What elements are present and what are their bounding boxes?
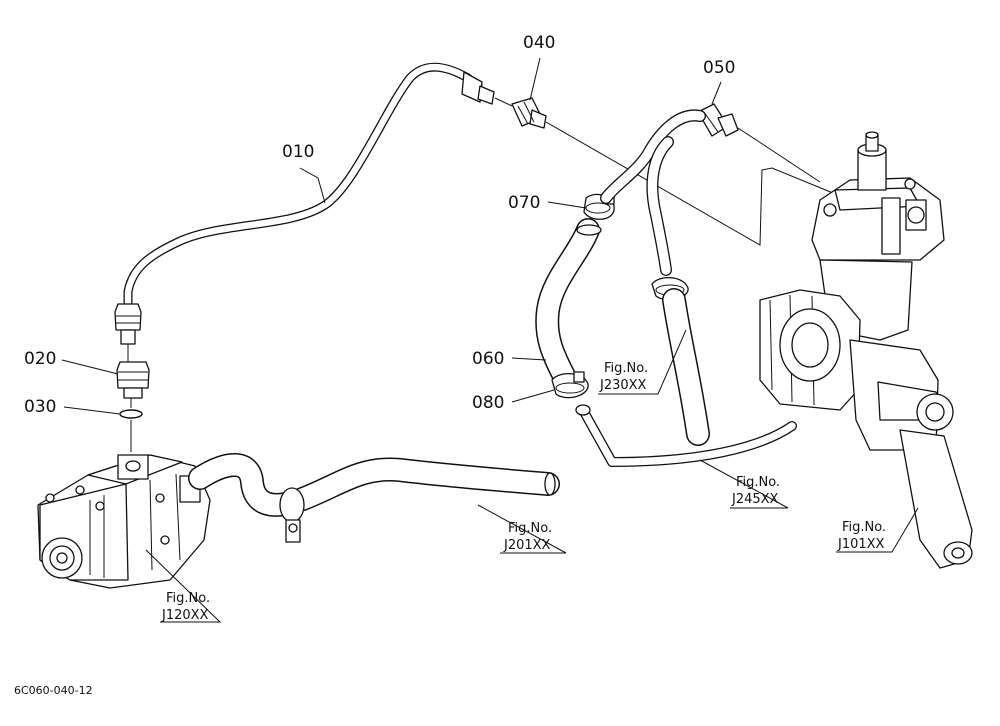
hydraulic-pump [37,454,211,589]
drawing-number: 6C060-040-12 [14,684,93,697]
callout-070: 070 [508,193,540,213]
fig-ref-code: J245XX [731,492,779,507]
center-lines [127,97,851,452]
fitting-050 [697,103,739,137]
callout-060: 060 [472,349,504,369]
fitting-020 [116,361,150,399]
fig-ref-code: J201XX [503,538,551,553]
fig-ref-code: J230XX [599,378,647,393]
suction-hose [188,453,560,543]
callout-080: 080 [472,393,504,413]
fig-ref-label: Fig.No. [736,475,780,490]
callout-020: 020 [24,349,56,369]
fig-ref-label: Fig.No. [604,361,648,376]
o-ring-030 [119,409,143,419]
return-pipe [575,404,797,467]
callout-040: 040 [523,33,555,53]
fig-ref-code: J120XX [161,608,209,623]
fig-ref-label: Fig.No. [508,521,552,536]
figure-references: Fig.No. J120XX Fig.No. J201XX Fig.No. J2… [161,361,886,623]
steering-assembly [759,131,973,569]
leader-lines [61,57,919,623]
hose-assembly [600,109,710,446]
fig-ref-label: Fig.No. [166,591,210,606]
callout-050: 050 [703,58,735,78]
callout-010: 010 [282,142,314,162]
hose-060 [535,218,602,392]
callout-labels: 010 040 050 070 060 080 020 030 [24,33,735,417]
fig-ref-code: J101XX [837,537,885,552]
fig-ref-label: Fig.No. [842,520,886,535]
clamp-080 [551,371,589,399]
pipe-010 [114,62,495,345]
fitting-040 [511,97,547,129]
callout-030: 030 [24,397,56,417]
